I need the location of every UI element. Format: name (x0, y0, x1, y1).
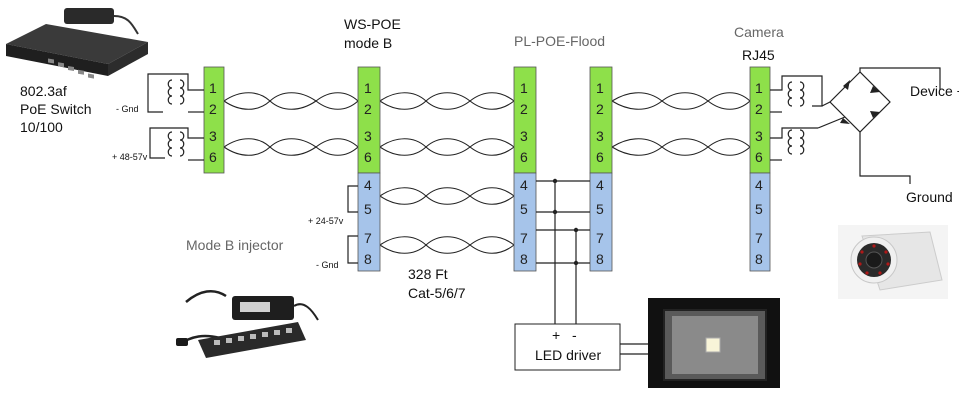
cable-type-label: Cat-5/6/7 (408, 285, 466, 301)
pin-label: 3 (209, 128, 217, 144)
pin-label: 8 (364, 251, 372, 267)
bridge-rectifier-icon (817, 67, 941, 184)
pin-label: 4 (364, 177, 372, 193)
cable-length-label: 328 Ft (408, 266, 448, 282)
pin-label: 3 (596, 128, 604, 144)
pin-label: 2 (364, 101, 372, 117)
led-flood-light-image (648, 298, 780, 388)
pin-label: 3 (364, 128, 372, 144)
injector-volt-label: + 24-57v (308, 216, 344, 226)
pin-label: 2 (520, 101, 528, 117)
pin-label: 6 (364, 149, 372, 165)
ground-label: Ground (906, 189, 953, 205)
led-driver-minus: - (572, 327, 577, 343)
led-driver-box: + - LED driver (514, 323, 648, 371)
switch-terminal-block (203, 66, 225, 174)
led-driver-label: LED driver (535, 347, 601, 363)
pin-numbers: 1 2 3 6 1 2 3 6 4 5 7 8 1 2 3 6 4 5 7 8 … (209, 80, 763, 267)
pin-label: 4 (755, 177, 763, 193)
pin-label: 2 (596, 101, 604, 117)
camera-terminal-block (749, 66, 771, 272)
ws-poe-mode-label: mode B (344, 35, 392, 51)
pin-label: 1 (364, 80, 372, 96)
pin-label: 6 (596, 149, 604, 165)
pin-label: 3 (520, 128, 528, 144)
injector-title: Mode B injector (186, 237, 284, 253)
transformer-coil-icon (179, 79, 185, 105)
security-camera-image (838, 225, 948, 299)
pl-poe-left-terminal-block (513, 66, 537, 272)
pin-label: 2 (755, 101, 763, 117)
pin-label: 7 (520, 230, 528, 246)
camera-label: Camera (734, 24, 784, 40)
pin-label: 1 (209, 80, 217, 96)
pin-label: 4 (596, 177, 604, 193)
pin-label: 8 (755, 251, 763, 267)
camera-transformers (770, 75, 823, 161)
pin-label: 1 (596, 80, 604, 96)
pin-label: 6 (755, 149, 763, 165)
switch-transformers (147, 73, 204, 161)
device-plus-label: Device + (910, 83, 959, 99)
labels: 802.3af PoE Switch 10/100 - Gnd + 48-57v… (20, 16, 959, 301)
transformer-coil-icon (167, 79, 173, 105)
switch-label-line2: PoE Switch (20, 101, 92, 117)
switch-label-line1: 802.3af (20, 83, 67, 99)
switch-volt-label: + 48-57v (112, 152, 148, 162)
pin-label: 6 (520, 149, 528, 165)
pin-label: 5 (755, 201, 763, 217)
ws-poe-label: WS-POE (344, 16, 401, 32)
poe-injector-image (176, 289, 319, 358)
transformer-coil-icon (787, 81, 793, 107)
injector-wiring (347, 185, 358, 264)
pin-label: 3 (755, 128, 763, 144)
transformer-coil-icon (799, 81, 805, 107)
pin-label: 5 (364, 201, 372, 217)
pl-poe-title: PL-POE-Flood (514, 33, 605, 49)
twisted-pairs (223, 92, 751, 254)
transformer-coil-icon (167, 131, 173, 157)
pin-label: 1 (520, 80, 528, 96)
rj45-label: RJ45 (742, 47, 775, 63)
led-driver-plus: + (552, 327, 560, 343)
network-switch-image (6, 8, 148, 79)
pin-label: 1 (755, 80, 763, 96)
transformer-coil-icon (179, 131, 185, 157)
pin-label: 7 (755, 230, 763, 246)
transformer-coil-icon (787, 129, 793, 155)
switch-gnd-label: - Gnd (116, 104, 139, 114)
pin-label: 2 (209, 101, 217, 117)
pin-label: 8 (520, 251, 528, 267)
ws-poe-terminal-block (357, 66, 381, 272)
pin-label: 7 (596, 230, 604, 246)
injector-gnd-label: - Gnd (316, 260, 339, 270)
pin-label: 5 (596, 201, 604, 217)
switch-label-line3: 10/100 (20, 119, 63, 135)
transformer-coil-icon (799, 129, 805, 155)
pin-label: 5 (520, 201, 528, 217)
pin-label: 8 (596, 251, 604, 267)
pl-poe-right-terminal-block (589, 66, 613, 272)
pin-label: 7 (364, 230, 372, 246)
pin-label: 4 (520, 177, 528, 193)
led-driver-wiring (536, 178, 590, 324)
pin-label: 6 (209, 149, 217, 165)
